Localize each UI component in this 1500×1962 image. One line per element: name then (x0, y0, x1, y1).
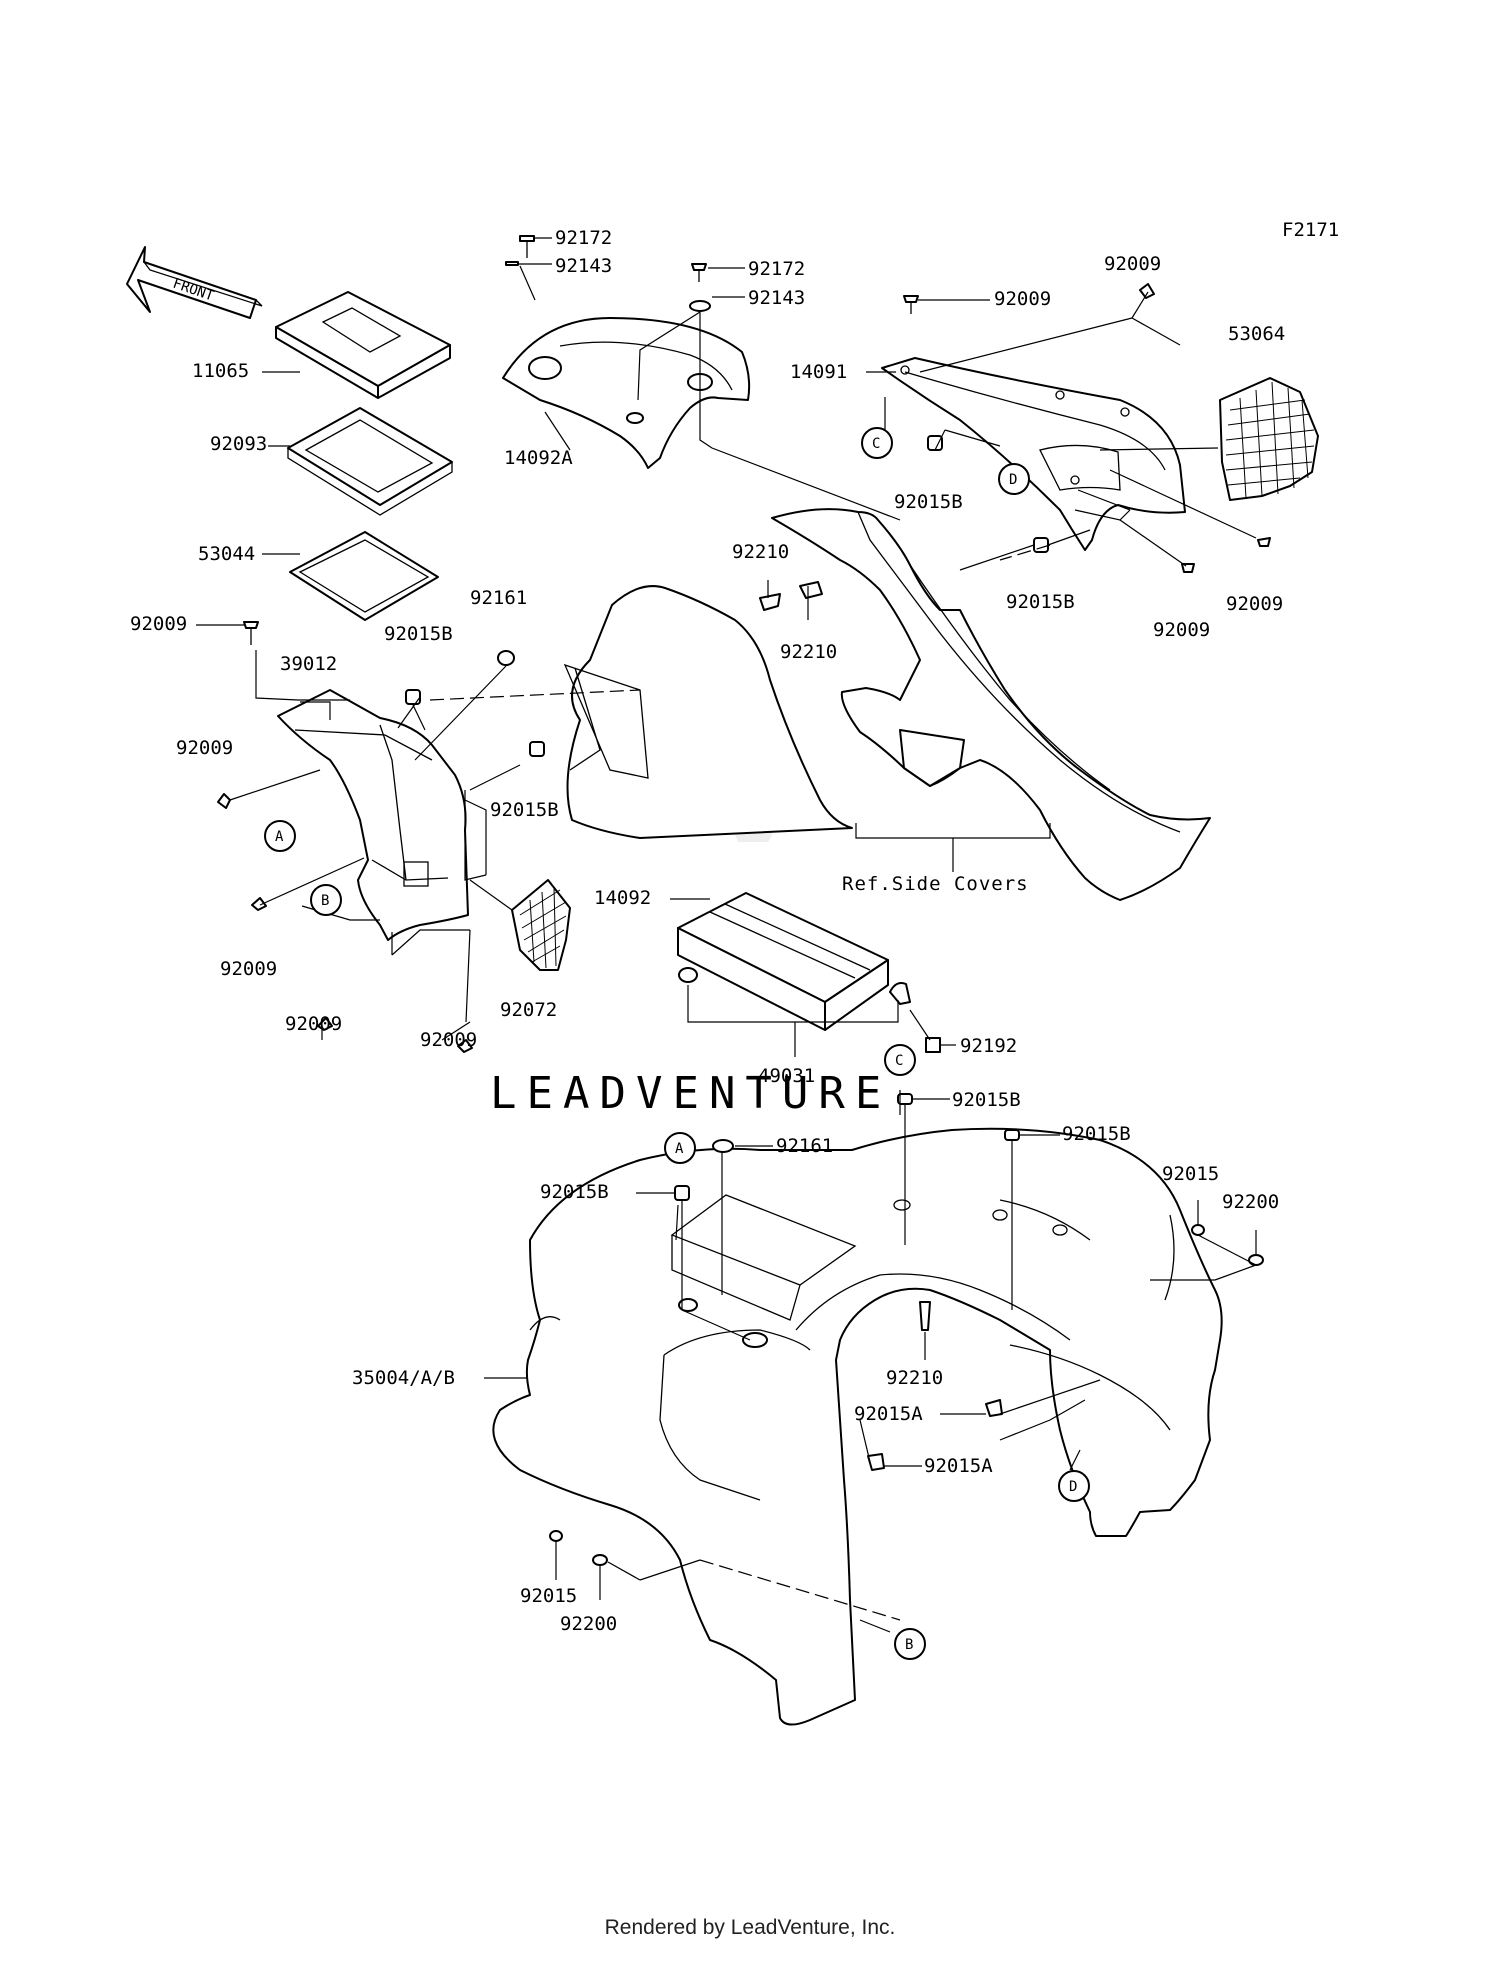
label-92015-left: 92015 (520, 1585, 577, 1607)
label-92009-left-a: 92009 (130, 613, 187, 635)
label-92200-right: 92200 (1222, 1191, 1279, 1213)
label-49031: 49031 (758, 1065, 815, 1087)
label-92015B-lower-b: 92015B (1062, 1123, 1131, 1145)
label-92161-lower: 92161 (776, 1135, 833, 1157)
label-14092: 14092 (594, 887, 651, 909)
part-35004-rear-fender (492, 1127, 1223, 1726)
part-39012-flap (277, 689, 469, 941)
callout-c-lower: C (895, 1053, 903, 1069)
callout-markers: C D A B C A D B (264, 427, 1090, 1660)
label-92072: 92072 (500, 999, 557, 1021)
part-14092-lid (677, 892, 941, 1053)
label-53064: 53064 (1228, 323, 1285, 345)
side-covers-reference (563, 508, 1211, 901)
callout-c-upper: C (872, 436, 880, 452)
part-92072-mesh (511, 879, 571, 971)
part-53064-mesh (1219, 377, 1319, 501)
watermark-text: LEADVENTURE (490, 1068, 891, 1119)
label-92143-b: 92143 (748, 287, 805, 309)
callout-d-upper: D (1009, 472, 1017, 488)
callout-a-left: A (275, 829, 284, 845)
label-92161-upper: 92161 (470, 587, 527, 609)
label-92210-a: 92210 (732, 541, 789, 563)
figure-code: F2171 (1282, 219, 1339, 241)
label-92192: 92192 (960, 1035, 1017, 1057)
callout-a-lower: A (675, 1141, 684, 1157)
label-11065: 11065 (192, 360, 249, 382)
part-53044-seal (289, 531, 439, 621)
callout-b-left: B (321, 893, 329, 909)
part-labels: 92172 92143 92172 92143 14092A 11065 920… (130, 227, 1285, 1635)
part-14091-side-cover (881, 357, 1186, 551)
label-92015B-mid-b: 92015B (490, 799, 559, 821)
label-92015B-lower-a: 92015B (952, 1089, 1021, 1111)
label-92015B-upper-b: 92015B (1006, 591, 1075, 613)
label-92093: 92093 (210, 433, 267, 455)
label-92009-left-b: 92009 (176, 737, 233, 759)
reference-note-side-covers: Ref.Side Covers (842, 873, 1029, 895)
label-92200-left: 92200 (560, 1613, 617, 1635)
label-92015B-lower-c: 92015B (540, 1181, 609, 1203)
label-92015B-upper-a: 92015B (894, 491, 963, 513)
label-92009-left-e: 92009 (420, 1029, 477, 1051)
label-92009-topright: 92009 (1104, 253, 1161, 275)
label-53044: 53044 (198, 543, 255, 565)
callout-d-lower: D (1069, 1479, 1077, 1495)
footer-credit: Rendered by LeadVenture, Inc. (604, 1916, 896, 1939)
assembly-dashed-lines (429, 544, 1051, 1621)
label-92009-right-a: 92009 (1153, 619, 1210, 641)
label-92015A-b: 92015A (924, 1455, 993, 1477)
label-92172-b: 92172 (748, 258, 805, 280)
label-92009-right-b: 92009 (1226, 593, 1283, 615)
label-92210-lower: 92210 (886, 1367, 943, 1389)
label-92009-left-c: 92009 (220, 958, 277, 980)
label-92172-a: 92172 (555, 227, 612, 249)
label-92009-top: 92009 (994, 288, 1051, 310)
label-14092A: 14092A (504, 447, 573, 469)
label-14091: 14091 (790, 361, 847, 383)
front-arrow-icon: FRONT (126, 246, 263, 319)
part-92093-gasket (287, 407, 453, 516)
label-92143-a: 92143 (555, 255, 612, 277)
label-35004: 35004/A/B (352, 1367, 455, 1389)
label-39012: 39012 (280, 653, 337, 675)
label-92210-b: 92210 (780, 641, 837, 663)
label-92015A-a: 92015A (854, 1403, 923, 1425)
label-92009-left-d: 92009 (285, 1013, 342, 1035)
label-92015-right: 92015 (1162, 1163, 1219, 1185)
label-92015B-mid-a: 92015B (384, 623, 453, 645)
part-11065-cover (275, 291, 451, 399)
leader-lines (196, 237, 1257, 1633)
callout-b-lower: B (905, 1637, 913, 1653)
part-14092A-cowl (502, 317, 751, 469)
